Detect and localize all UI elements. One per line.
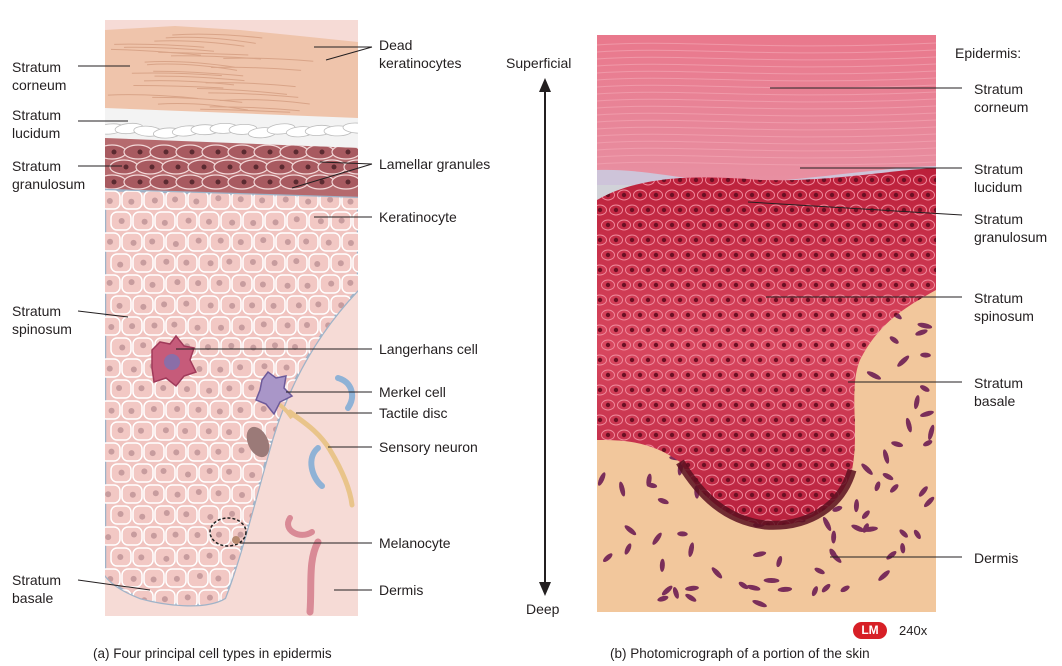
label-stratum-granulosum-b: Stratum granulosum	[974, 210, 1047, 246]
label-stratum-basale-a: Stratum basale	[12, 571, 61, 607]
label-stratum-spinosum-b: Stratum spinosum	[974, 289, 1034, 325]
label-stratum-lucidum-a: Stratum lucidum	[12, 106, 61, 142]
axis-label-superficial: Superficial	[506, 54, 571, 72]
leader-stratum-spinosum-a	[78, 311, 128, 317]
label-dermis-a: Dermis	[379, 581, 423, 599]
leader-dead-keratinocytes-2	[326, 47, 372, 60]
leader-lamellar-granules-2	[292, 164, 372, 188]
label-stratum-spinosum-a: Stratum spinosum	[12, 302, 72, 338]
label-langerhans-cell: Langerhans cell	[379, 340, 478, 358]
arrowhead-down-icon	[539, 582, 551, 596]
label-sensory-neuron: Sensory neuron	[379, 438, 478, 456]
label-stratum-granulosum-a: Stratum granulosum	[12, 157, 85, 193]
axis-label-deep: Deep	[526, 600, 559, 618]
magnification-label: 240x	[899, 622, 927, 640]
leader-stratum-granulosum-b	[748, 202, 962, 215]
label-lamellar-granules: Lamellar granules	[379, 155, 490, 173]
label-stratum-basale-b: Stratum basale	[974, 374, 1023, 410]
heading-epidermis: Epidermis:	[955, 44, 1021, 62]
caption-panel-b: (b) Photomicrograph of a portion of the …	[610, 646, 870, 661]
lm-badge: LM	[853, 622, 887, 639]
label-keratinocyte: Keratinocyte	[379, 208, 457, 226]
caption-panel-a: (a) Four principal cell types in epiderm…	[93, 646, 332, 661]
label-stratum-corneum-b: Stratum corneum	[974, 80, 1028, 116]
label-tactile-disc: Tactile disc	[379, 404, 447, 422]
arrowhead-up-icon	[539, 78, 551, 92]
label-stratum-corneum-a: Stratum corneum	[12, 58, 66, 94]
label-dermis-b: Dermis	[974, 549, 1018, 567]
label-merkel-cell: Merkel cell	[379, 383, 446, 401]
leader-lamellar-granules-1	[320, 162, 372, 164]
label-melanocyte: Melanocyte	[379, 534, 451, 552]
label-dead-keratinocytes: Dead keratinocytes	[379, 36, 461, 72]
label-stratum-lucidum-b: Stratum lucidum	[974, 160, 1023, 196]
leader-stratum-basale-a	[78, 580, 150, 590]
